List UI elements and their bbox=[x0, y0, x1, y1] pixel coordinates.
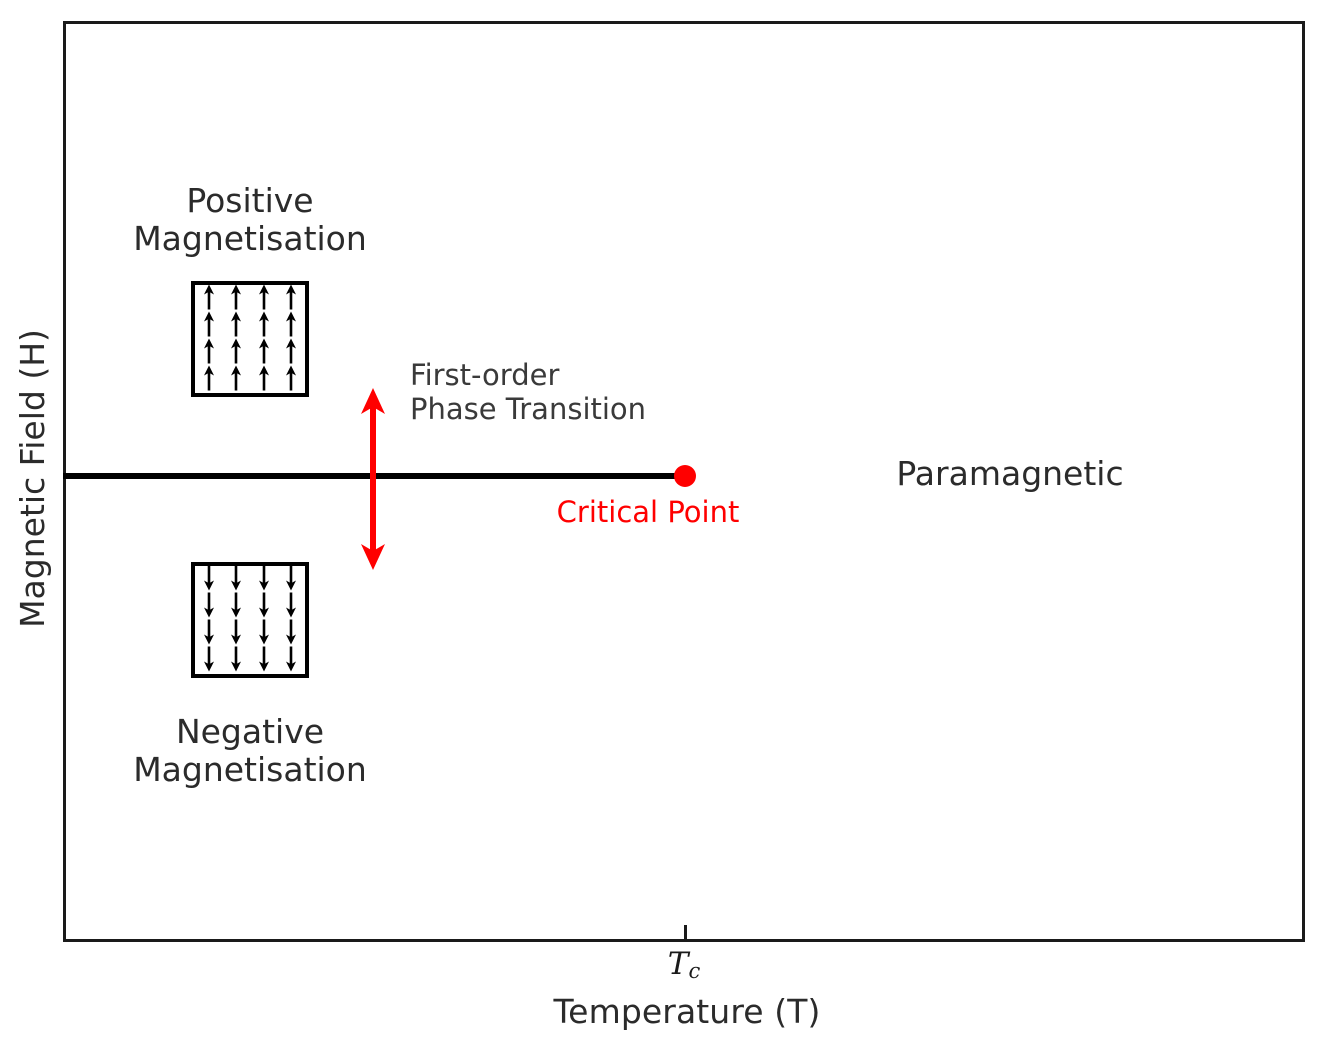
spin-cell bbox=[195, 338, 223, 367]
spin-down-arrow-icon bbox=[286, 619, 297, 648]
spin-cell bbox=[223, 592, 251, 621]
spin-cell bbox=[250, 592, 278, 621]
spin-up-arrow-icon bbox=[258, 365, 269, 394]
spin-cell bbox=[250, 365, 278, 394]
spin-up-arrow-icon bbox=[258, 311, 269, 340]
spin-cell bbox=[278, 619, 306, 648]
tc-axis-tick bbox=[684, 925, 687, 942]
spin-cell bbox=[223, 311, 251, 340]
spin-cell bbox=[195, 565, 223, 594]
spin-down-arrow-icon bbox=[258, 592, 269, 621]
negative-magnetisation-label-line2: Magnetisation bbox=[133, 750, 367, 790]
first-order-transition-double-arrow-icon bbox=[355, 388, 391, 570]
spin-cell bbox=[250, 311, 278, 340]
critical-point-marker bbox=[674, 465, 696, 487]
spin-cell bbox=[250, 565, 278, 594]
spin-cell bbox=[278, 311, 306, 340]
spin-cell bbox=[195, 365, 223, 394]
spin-down-arrow-icon bbox=[258, 565, 269, 594]
spin-up-arrow-icon bbox=[203, 338, 214, 367]
spin-down-arrow-icon bbox=[203, 646, 214, 675]
tc-tick-base: T bbox=[667, 946, 689, 982]
spin-cell bbox=[223, 284, 251, 313]
spin-cell bbox=[278, 365, 306, 394]
spin-cell bbox=[223, 338, 251, 367]
spin-cell bbox=[195, 284, 223, 313]
spin-down-arrow-icon bbox=[203, 592, 214, 621]
spin-cell bbox=[223, 565, 251, 594]
spin-up-arrow-icon bbox=[203, 284, 214, 313]
spin-down-arrow-icon bbox=[203, 565, 214, 594]
spin-up-arrow-icon bbox=[231, 338, 242, 367]
spin-cell bbox=[250, 646, 278, 675]
spin-cell bbox=[278, 565, 306, 594]
positive-magnetisation-label: Positive Magnetisation bbox=[70, 181, 430, 259]
spin-down-arrow-icon bbox=[286, 646, 297, 675]
spin-up-arrow-icon bbox=[286, 311, 297, 340]
spin-up-arrow-icon bbox=[231, 311, 242, 340]
tc-tick-subscript: c bbox=[688, 957, 701, 983]
first-order-transition-label-line1: First-order bbox=[410, 358, 560, 392]
spin-up-arrow-icon bbox=[203, 311, 214, 340]
negative-magnetisation-label-line1: Negative bbox=[175, 712, 325, 751]
spin-up-arrow-icon bbox=[231, 365, 242, 394]
spin-cell bbox=[195, 311, 223, 340]
spin-cell bbox=[195, 646, 223, 675]
spin-up-arrow-icon bbox=[258, 338, 269, 367]
spin-down-arrow-icon bbox=[231, 592, 242, 621]
negative-magnetisation-spin-lattice bbox=[191, 562, 309, 678]
spin-cell bbox=[223, 365, 251, 394]
spin-cell bbox=[250, 338, 278, 367]
x-axis-label-text: Temperature (T) bbox=[553, 992, 821, 1031]
spin-cell bbox=[278, 646, 306, 675]
first-order-transition-label-line2: Phase Transition bbox=[410, 391, 647, 426]
positive-magnetisation-label-line2: Magnetisation bbox=[133, 219, 367, 259]
positive-magnetisation-label-line1: Positive bbox=[186, 181, 314, 220]
y-axis-label-text: Magnetic Field (H) bbox=[12, 328, 52, 628]
spin-cell bbox=[195, 619, 223, 648]
spin-cell bbox=[278, 284, 306, 313]
spin-down-arrow-icon bbox=[231, 619, 242, 648]
spin-down-arrow-icon bbox=[231, 565, 242, 594]
spin-cell bbox=[250, 284, 278, 313]
spin-cell bbox=[278, 338, 306, 367]
spin-down-arrow-icon bbox=[258, 619, 269, 648]
spin-up-arrow-icon bbox=[203, 365, 214, 394]
spin-up-arrow-icon bbox=[286, 338, 297, 367]
critical-point-label: Critical Point bbox=[556, 495, 740, 529]
spin-down-arrow-icon bbox=[231, 646, 242, 675]
first-order-transition-label: First-order Phase Transition bbox=[410, 358, 810, 426]
positive-magnetisation-spin-lattice bbox=[191, 281, 309, 397]
paramagnetic-region-label: Paramagnetic bbox=[896, 454, 1124, 493]
spin-cell bbox=[223, 646, 251, 675]
spin-up-arrow-icon bbox=[286, 365, 297, 394]
x-axis-label: Temperature (T) bbox=[0, 992, 1324, 1031]
spin-down-arrow-icon bbox=[203, 619, 214, 648]
spin-grid-up bbox=[195, 284, 306, 394]
tc-axis-tick-label: Tc bbox=[634, 946, 734, 983]
spin-cell bbox=[278, 592, 306, 621]
spin-up-arrow-icon bbox=[286, 284, 297, 313]
spin-down-arrow-icon bbox=[286, 592, 297, 621]
spin-down-arrow-icon bbox=[258, 646, 269, 675]
spin-cell bbox=[250, 619, 278, 648]
spin-cell bbox=[195, 592, 223, 621]
spin-down-arrow-icon bbox=[286, 565, 297, 594]
negative-magnetisation-label: Negative Magnetisation bbox=[70, 712, 430, 790]
spin-up-arrow-icon bbox=[231, 284, 242, 313]
spin-cell bbox=[223, 619, 251, 648]
spin-grid-down bbox=[195, 565, 306, 675]
spin-up-arrow-icon bbox=[258, 284, 269, 313]
